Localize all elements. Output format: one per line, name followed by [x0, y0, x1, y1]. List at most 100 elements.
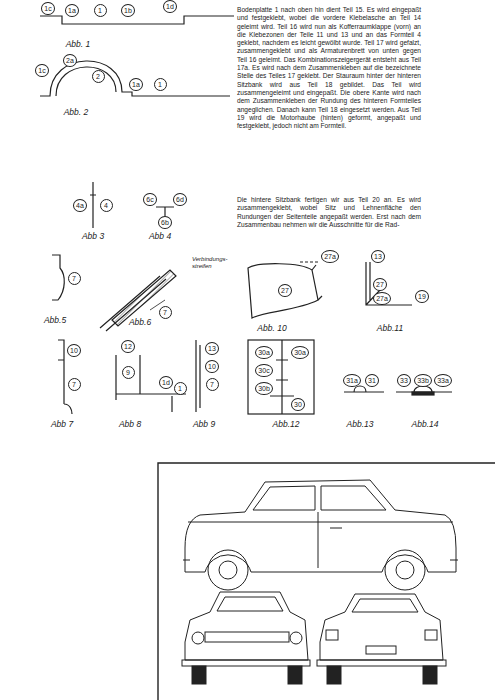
callout-number: 27 — [281, 287, 289, 294]
callout-number: 13 — [374, 253, 382, 260]
callout-number: 7 — [163, 309, 167, 316]
figure-caption: Abb 9 — [192, 420, 216, 429]
callout-number: 27a — [324, 253, 336, 260]
figure-caption: Abb.11 — [376, 324, 404, 333]
callout-circle: 1 — [174, 382, 187, 395]
callout-circle: 13 — [205, 342, 219, 355]
callout-number: 30 — [294, 401, 302, 408]
callout-number: 6c — [146, 196, 153, 203]
callout-circle: 12 — [121, 340, 135, 353]
callout-number: 1d — [162, 379, 170, 386]
callout-number: 1c — [38, 67, 45, 74]
callout-number: 1 — [178, 385, 182, 392]
callout-circle: 7 — [68, 272, 81, 285]
callout-number: 7 — [72, 275, 76, 282]
figure-caption: Abb 3 — [81, 232, 105, 241]
callout-circle: 2a — [63, 54, 77, 67]
callout-number: 6b — [161, 219, 169, 226]
callout-circle: 7 — [206, 378, 219, 391]
callout-number: 4a — [76, 202, 84, 209]
callout-circle: 27 — [373, 278, 387, 291]
callout-number: 1a — [68, 7, 76, 14]
figure-caption: Abb. 1 — [65, 40, 92, 49]
callout-circle: 33b — [414, 374, 432, 387]
callout-circle: 7 — [159, 306, 172, 319]
callout-number: 33 — [400, 377, 408, 384]
callout-circle: 27 — [278, 284, 292, 297]
callout-circle: 2 — [92, 70, 105, 83]
callout-number: 9 — [126, 369, 130, 376]
callout-number: 27 — [376, 281, 384, 288]
callout-number: 1 — [98, 7, 102, 14]
callout-circle: 1d — [159, 376, 173, 389]
callout-circle: 27a — [373, 292, 391, 305]
callout-number: 1c — [44, 5, 51, 12]
callout-circle: 33 — [397, 374, 411, 387]
callout-number: 27a — [376, 295, 388, 302]
callout-number: 13 — [208, 345, 216, 352]
callout-number: 12 — [124, 343, 132, 350]
callout-number: 30b — [258, 385, 270, 392]
callout-number: 10 — [70, 347, 78, 354]
figure-caption: Abb 4 — [148, 232, 172, 241]
callout-circle: 30 — [291, 398, 305, 411]
callout-number: 31a — [346, 377, 358, 384]
figure-caption: Abb.5 — [43, 316, 67, 325]
callout-circle: 19 — [415, 290, 429, 303]
callout-circle: 1a — [129, 78, 143, 91]
figure-caption: Abb 8 — [118, 420, 142, 429]
callout-circle: 4a — [73, 199, 87, 212]
figure-caption: Abb. 10 — [256, 324, 287, 333]
callout-circle: 30b — [255, 382, 273, 395]
figure-caption: Abb.12 — [272, 420, 301, 429]
callout-number: 30c — [258, 367, 269, 374]
callout-number: 2a — [66, 57, 74, 64]
callout-circle: 1c — [35, 64, 48, 77]
figure-caption: Abb.6 — [128, 318, 152, 327]
callout-number: 30a — [294, 349, 306, 356]
callout-circle: 1d — [163, 0, 177, 13]
callout-circle: 9 — [122, 366, 135, 379]
callout-circle: 30c — [255, 364, 272, 377]
figure-caption: Abb.14 — [411, 420, 440, 429]
callout-number: 31 — [368, 377, 376, 384]
callout-number: 1b — [124, 7, 132, 14]
callout-circle: 6c — [143, 193, 156, 206]
callout-circle: 6d — [173, 193, 187, 206]
callout-circle: 1 — [94, 4, 107, 17]
callout-circle: 10 — [67, 344, 81, 357]
callout-number: 1a — [132, 81, 140, 88]
callout-number: 30a — [258, 349, 270, 356]
callout-number: 33a — [437, 377, 449, 384]
callout-number: 1 — [158, 81, 162, 88]
part-note: Verbindungs- streifen — [192, 256, 234, 269]
callout-circle: 31a — [343, 374, 361, 387]
callout-number: 2 — [96, 73, 100, 80]
callout-number: 6d — [176, 196, 184, 203]
instruction-text: Bodenplatte 1 nach oben hin dient Teil 1… — [237, 6, 421, 130]
callout-circle: 30a — [255, 346, 273, 359]
callout-circle: 13 — [371, 250, 385, 263]
figure-caption: Abb 7 — [50, 420, 74, 429]
car-views — [158, 463, 495, 700]
callout-number: 7 — [72, 381, 76, 388]
callout-number: 19 — [418, 293, 426, 300]
callout-circle: 30a — [291, 346, 309, 359]
callout-number: 4 — [104, 202, 108, 209]
instruction-text: Die hintere Sitzbank fertigen wir aus Te… — [237, 196, 421, 229]
callout-circle: 1a — [65, 4, 79, 17]
callout-circle: 10 — [205, 360, 219, 373]
callout-circle: 27a — [321, 250, 339, 263]
callout-circle: 6b — [158, 216, 172, 229]
callout-circle: 7 — [68, 378, 81, 391]
callout-number: 1d — [166, 3, 174, 10]
callout-number: 10 — [208, 363, 216, 370]
callout-circle: 1 — [154, 78, 167, 91]
callout-circle: 1b — [121, 4, 135, 17]
figure-caption: Abb.13 — [346, 420, 375, 429]
callout-number: 33b — [417, 377, 429, 384]
callout-number: 7 — [210, 381, 214, 388]
callout-circle: 31 — [365, 374, 379, 387]
figure-caption: Abb. 2 — [63, 108, 90, 117]
callout-circle: 33a — [434, 374, 452, 387]
